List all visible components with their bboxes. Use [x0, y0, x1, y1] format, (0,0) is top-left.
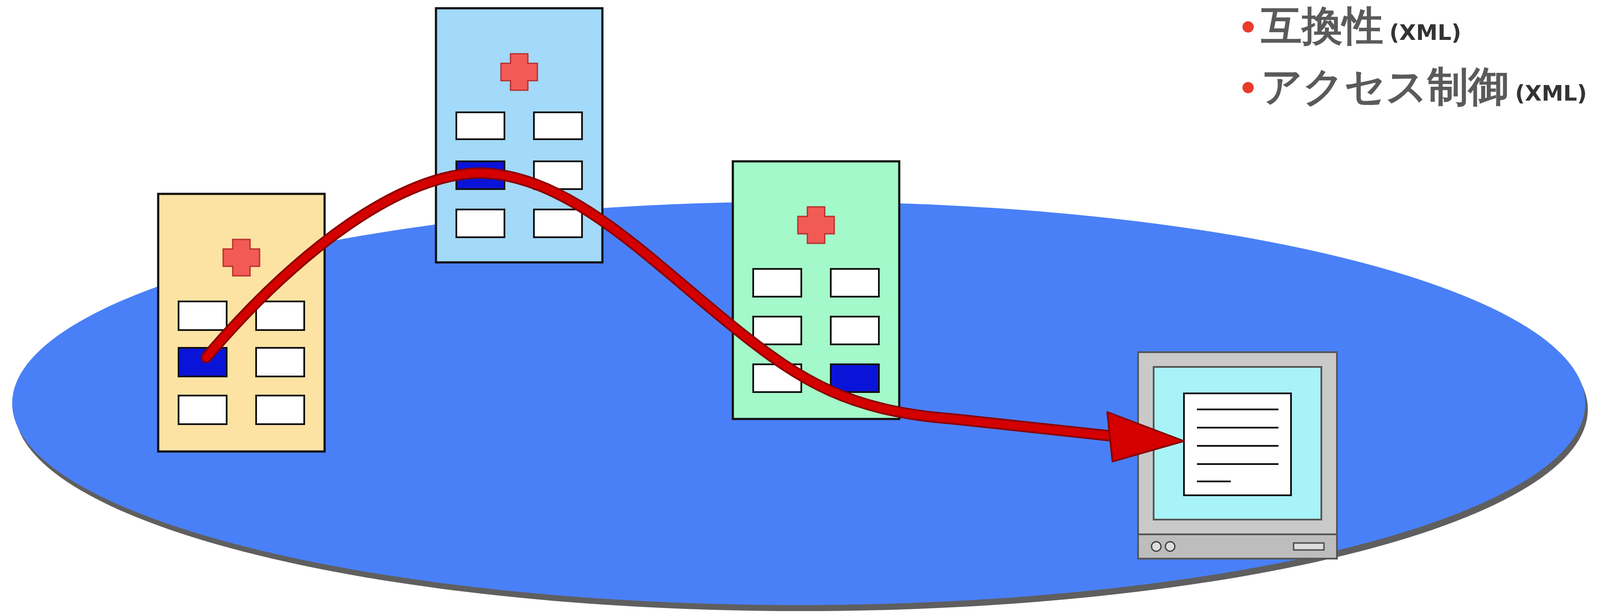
data-flow-arrow	[206, 172, 1184, 462]
document-line	[1196, 480, 1231, 482]
red-cross	[797, 206, 835, 244]
window	[178, 301, 227, 330]
monitor-icon	[1138, 351, 1337, 559]
arrow-line	[206, 172, 1115, 436]
window	[256, 301, 305, 330]
window	[533, 112, 583, 140]
window	[256, 347, 305, 377]
red-cross	[500, 53, 538, 91]
arrow-outline	[206, 172, 1115, 436]
window	[533, 209, 583, 238]
hospital-building	[435, 8, 603, 263]
window	[753, 316, 802, 345]
window	[456, 112, 505, 140]
bullet-text: 互換性	[1261, 3, 1384, 49]
record-window	[178, 347, 227, 377]
bullet-dot	[1242, 81, 1254, 94]
record-window	[830, 364, 879, 392]
monitor-button	[1165, 541, 1175, 551]
monitor-button	[1151, 541, 1161, 551]
document-icon	[1183, 393, 1292, 495]
bullet-text: アクセス制御	[1261, 64, 1509, 109]
arrow-head	[1107, 411, 1184, 462]
window	[178, 395, 227, 424]
window	[830, 316, 879, 345]
monitor-slot	[1293, 542, 1324, 550]
document-line	[1196, 462, 1279, 465]
document-line	[1196, 444, 1279, 447]
bullet-dot	[1242, 21, 1254, 33]
window	[456, 209, 505, 238]
red-cross	[223, 239, 260, 276]
monitor-base	[1138, 533, 1337, 559]
format-note: (XML)	[1515, 81, 1587, 106]
window	[256, 395, 305, 424]
document-line	[1196, 408, 1279, 410]
window	[830, 268, 879, 297]
document-line	[1196, 426, 1279, 429]
building-body	[435, 8, 603, 263]
format-note: (XML)	[1389, 20, 1462, 45]
window	[753, 268, 802, 297]
